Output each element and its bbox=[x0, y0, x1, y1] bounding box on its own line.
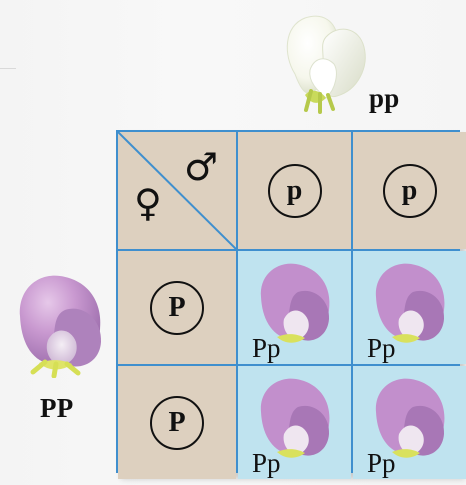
column-gamete-cell: p bbox=[353, 132, 466, 249]
offspring-genotype: Pp bbox=[252, 450, 281, 477]
corner-sex-cell: ♂ ♀ bbox=[118, 132, 236, 249]
column-gamete-allele: p bbox=[268, 164, 322, 218]
column-gamete-allele: p bbox=[383, 164, 437, 218]
offspring-genotype: Pp bbox=[367, 335, 396, 362]
offspring-genotype: Pp bbox=[252, 335, 281, 362]
offspring-cell: Pp bbox=[353, 366, 466, 479]
offspring-cell: Pp bbox=[238, 251, 351, 364]
white-flower-icon bbox=[275, 10, 370, 115]
row-gamete-cell: P bbox=[118, 251, 236, 364]
left-parent-genotype: PP bbox=[40, 393, 73, 424]
row-gamete-allele: P bbox=[150, 396, 204, 450]
male-symbol-icon: ♂ bbox=[184, 148, 218, 186]
row-gamete-allele: P bbox=[150, 281, 204, 335]
offspring-cell: Pp bbox=[238, 366, 351, 479]
scan-mark bbox=[0, 68, 16, 69]
column-gamete-cell: p bbox=[238, 132, 351, 249]
offspring-cell: Pp bbox=[353, 251, 466, 364]
punnett-square: ♂ ♀ p p P Pp bbox=[116, 130, 460, 473]
row-gamete-cell: P bbox=[118, 366, 236, 479]
offspring-genotype: Pp bbox=[367, 450, 396, 477]
top-parent-genotype: pp bbox=[369, 83, 399, 114]
female-symbol-icon: ♀ bbox=[134, 184, 162, 222]
purple-flower-icon bbox=[10, 268, 115, 378]
